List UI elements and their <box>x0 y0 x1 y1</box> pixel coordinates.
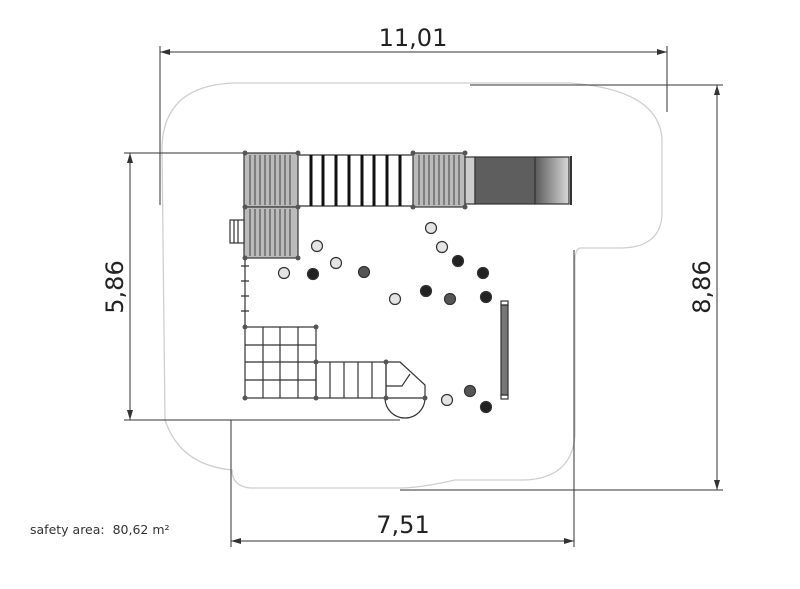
safety-area-value: 80,62 m² <box>112 522 170 537</box>
corner-platform <box>384 361 426 419</box>
play-structure <box>229 150 572 419</box>
post-dark <box>476 266 490 280</box>
dimension-right-height: 8,86 <box>688 260 716 313</box>
dimension-lines <box>124 46 723 547</box>
dimension-top-width: 11,01 <box>379 24 448 52</box>
post-light <box>388 292 402 306</box>
post-dark <box>451 254 465 268</box>
stepping-posts <box>277 221 493 414</box>
rail <box>241 258 249 325</box>
post-dark <box>419 284 433 298</box>
post-medium <box>443 292 457 306</box>
post-light <box>329 256 343 270</box>
balance-beam <box>500 300 509 400</box>
post-dark <box>479 400 493 414</box>
stairs <box>315 361 387 399</box>
safety-area-note: safety area: 80,62 m² <box>30 522 170 537</box>
deck-top-right <box>412 152 466 208</box>
post-dark <box>306 267 320 281</box>
post-light <box>310 239 324 253</box>
post-light <box>277 266 291 280</box>
post-light <box>435 240 449 254</box>
safety-area-label: safety area: <box>30 522 105 537</box>
dimension-left-height: 5,86 <box>101 260 129 313</box>
slide <box>464 156 572 205</box>
post-light <box>440 393 454 407</box>
post-light <box>424 221 438 235</box>
post-dark <box>479 290 493 304</box>
deck-lower-left <box>243 206 299 259</box>
horizontal-ladder <box>298 154 413 207</box>
climbing-net <box>244 326 317 399</box>
side-ladder <box>229 219 245 244</box>
safety-area-outline <box>161 82 663 489</box>
post-medium <box>357 265 371 279</box>
dimension-bottom-width: 7,51 <box>376 511 429 539</box>
post-medium <box>463 384 477 398</box>
deck-top-left <box>243 152 299 208</box>
